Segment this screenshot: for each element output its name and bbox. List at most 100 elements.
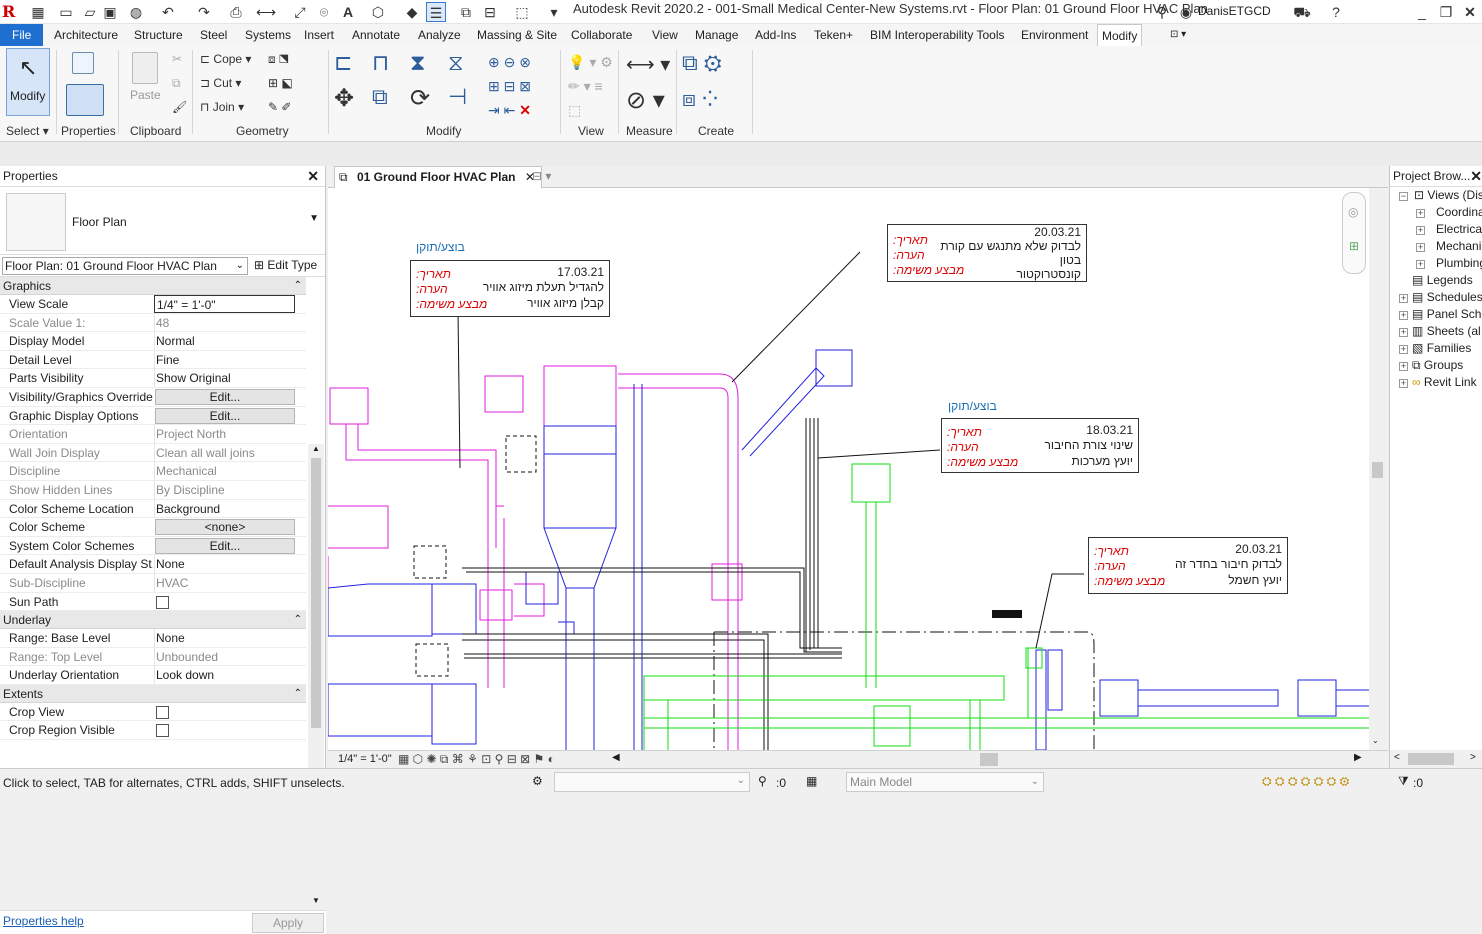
properties-icon[interactable] bbox=[66, 84, 104, 116]
select-icon[interactable]: ⬚ bbox=[515, 4, 529, 20]
home-icon[interactable]: ▦ bbox=[31, 4, 45, 20]
split-tools-icon[interactable]: ⊕ ⊖ ⊗⊞ ⊟ ⊠⇥ ⇤ ✕ bbox=[488, 54, 531, 118]
thin-lines-icon[interactable]: ☰ bbox=[426, 2, 446, 22]
dimension-tool-icon[interactable]: ⊘ ▾ bbox=[626, 87, 665, 114]
modify-button[interactable]: ↖ Modify bbox=[6, 48, 50, 116]
tree-item-families[interactable]: ▧ Families bbox=[1412, 341, 1471, 355]
scroll-up-icon[interactable]: ▲ bbox=[312, 444, 320, 453]
revision-note[interactable]: :תאריך :הערה :מבצע משימה 20.03.21 לבדוק … bbox=[1088, 537, 1288, 594]
expand-icon[interactable]: + bbox=[1399, 310, 1408, 320]
wall-joins-icon[interactable]: ⊞ ⬕ bbox=[268, 76, 293, 90]
tab-architecture[interactable]: Architecture bbox=[54, 28, 119, 42]
redo-icon[interactable]: ↷ bbox=[198, 4, 210, 20]
apply-button[interactable]: Apply bbox=[252, 913, 324, 933]
copy-clipboard-icon[interactable]: ⧉ bbox=[172, 76, 181, 90]
edit-button[interactable]: <none> bbox=[155, 519, 295, 536]
property-value[interactable]: Background bbox=[154, 499, 304, 518]
scroll-right-icon[interactable]: > bbox=[1470, 752, 1476, 763]
folder-icon[interactable]: ▱ bbox=[84, 4, 96, 20]
tree-item-views[interactable]: ⊡ Views (Dis bbox=[1414, 188, 1482, 202]
tab-teken[interactable]: Teken+ bbox=[814, 28, 854, 42]
tree-item-plumbing[interactable]: Plumbing bbox=[1436, 256, 1482, 270]
tab-view[interactable]: View bbox=[652, 28, 678, 42]
tab-options-icon[interactable]: ⊡ ▾ bbox=[1170, 29, 1187, 40]
cut-clipboard-icon[interactable]: ✂ bbox=[172, 52, 183, 66]
section-header[interactable]: Extents⌃ bbox=[0, 684, 306, 703]
tree-item-sheets[interactable]: ▥ Sheets (al bbox=[1412, 324, 1481, 338]
horizontal-scroll-thumb[interactable] bbox=[980, 753, 998, 766]
scroll-left-icon[interactable]: < bbox=[1394, 752, 1400, 763]
section-header[interactable]: Graphics⌃ bbox=[0, 277, 306, 295]
match-type-icon[interactable]: 🖌 bbox=[172, 100, 188, 114]
offset-icon[interactable]: ⊓ bbox=[372, 50, 390, 75]
minimize-icon[interactable]: _ bbox=[1418, 4, 1426, 20]
create-assembly-icon[interactable]: ⧉ ⚙ bbox=[682, 50, 722, 75]
collapse-icon[interactable]: ⌃ bbox=[293, 280, 302, 291]
workset-dropdown[interactable]: ⌄ bbox=[554, 772, 750, 792]
expand-icon[interactable]: + bbox=[1416, 259, 1425, 269]
search-icon[interactable]: ⚲ bbox=[1156, 4, 1168, 20]
properties-scrollbar[interactable]: ▲ ▼ bbox=[308, 444, 324, 910]
undo-icon[interactable]: ↶ bbox=[162, 4, 174, 20]
tree-item-revit-links[interactable]: ∞ Revit Link bbox=[1412, 375, 1477, 389]
design-option-dropdown[interactable]: Main Model⌄ bbox=[846, 772, 1044, 792]
type-properties-icon[interactable] bbox=[72, 52, 94, 74]
tree-item-legends[interactable]: ▤ Legends bbox=[1412, 273, 1473, 287]
copy-icon[interactable]: ⧉ bbox=[372, 84, 388, 109]
view-scale[interactable]: 1/4" = 1'-0" bbox=[338, 753, 392, 765]
split-face-icon[interactable]: ⧈ ⬔ bbox=[268, 52, 289, 66]
paste-icon[interactable] bbox=[132, 52, 158, 84]
tab-modify[interactable]: Modify bbox=[1097, 24, 1143, 46]
3d-view-icon[interactable]: ⬡ bbox=[371, 4, 385, 20]
property-checkbox[interactable] bbox=[156, 595, 169, 609]
property-input[interactable]: 1/4" = 1'-0" bbox=[154, 295, 295, 313]
collapse-icon[interactable]: ⌃ bbox=[293, 687, 302, 699]
cart-icon[interactable]: ⛟ bbox=[1293, 4, 1311, 20]
worksets-icon[interactable]: ⚙ bbox=[532, 774, 543, 788]
text-icon[interactable]: A bbox=[342, 4, 354, 20]
property-value[interactable]: None bbox=[154, 555, 304, 574]
type-selector[interactable]: Floor Plan ▼ bbox=[0, 187, 325, 255]
edit-button[interactable]: Edit... bbox=[155, 388, 295, 405]
user-name[interactable]: DanisETGCD bbox=[1198, 4, 1271, 18]
create-parts-icon[interactable]: ⧈ ⁘ bbox=[682, 86, 718, 111]
rotate-icon[interactable]: ⟳ bbox=[410, 85, 431, 112]
tab-analyze[interactable]: Analyze bbox=[418, 28, 461, 42]
tab-file[interactable]: File bbox=[0, 24, 44, 46]
tree-item-groups[interactable]: ⧉ Groups bbox=[1412, 358, 1463, 373]
revision-note[interactable]: :תאריך :הערה :מבצע משימה 17.03.21 להגדיל… bbox=[410, 260, 610, 317]
tab-hvac-plan[interactable]: ⧉ 01 Ground Floor HVAC Plan ✕ bbox=[334, 166, 542, 188]
move-icon[interactable]: ✥ bbox=[334, 85, 355, 112]
paint-icon[interactable]: ✎ ✐ bbox=[268, 100, 292, 114]
tab-bim-interoperability[interactable]: BIM Interoperability Tools bbox=[870, 28, 1005, 42]
scroll-left-icon[interactable]: ◀ bbox=[612, 752, 620, 763]
align-icon[interactable]: ⊏ bbox=[334, 50, 353, 75]
print-icon[interactable]: ⎙ bbox=[230, 4, 242, 20]
property-value[interactable]: Fine bbox=[154, 350, 304, 369]
section-header[interactable]: Underlay⌃ bbox=[0, 611, 306, 630]
revision-note[interactable]: :תאריך :הערה :מבצע משימה 20.03.21 לבדוק … bbox=[887, 224, 1087, 282]
editing-requests-icon[interactable]: ⚲ bbox=[758, 774, 767, 788]
expand-icon[interactable]: + bbox=[1399, 361, 1408, 371]
edit-button[interactable]: Edit... bbox=[155, 407, 295, 424]
property-checkbox[interactable] bbox=[156, 724, 169, 738]
property-value[interactable]: Look down bbox=[154, 666, 304, 685]
scroll-down-icon[interactable]: ▼ bbox=[312, 896, 320, 905]
scroll-right-icon[interactable]: ▶ bbox=[1354, 752, 1362, 763]
property-value[interactable]: None bbox=[154, 629, 304, 648]
chevron-down-icon[interactable]: ▼ bbox=[309, 213, 319, 224]
view-vertical-scrollbar[interactable]: ⌄ bbox=[1369, 188, 1386, 750]
measure-distance-icon[interactable]: ⟷ ▾ bbox=[626, 54, 671, 76]
property-checkbox[interactable] bbox=[156, 705, 169, 719]
user-icon[interactable]: ◉ bbox=[1179, 4, 1193, 20]
mirror-draw-icon[interactable]: ⧖ bbox=[448, 50, 464, 75]
drawing-canvas[interactable]: בוצע/תוקן :תאריך :הערה :מבצע משימה 17.03… bbox=[328, 188, 1369, 750]
expand-icon[interactable]: + bbox=[1416, 208, 1425, 218]
restore-icon[interactable]: ❐ bbox=[1439, 4, 1453, 20]
expand-icon[interactable]: + bbox=[1399, 327, 1408, 337]
tab-collaborate[interactable]: Collaborate bbox=[571, 28, 633, 42]
expand-icon[interactable]: + bbox=[1399, 344, 1408, 354]
tree-item-panel-schedules[interactable]: ▤ Panel Sche bbox=[1412, 307, 1482, 321]
tab-list-icon[interactable]: ⊟ ▾ bbox=[532, 169, 552, 183]
switch-windows-icon[interactable]: ⊟ bbox=[484, 4, 496, 20]
